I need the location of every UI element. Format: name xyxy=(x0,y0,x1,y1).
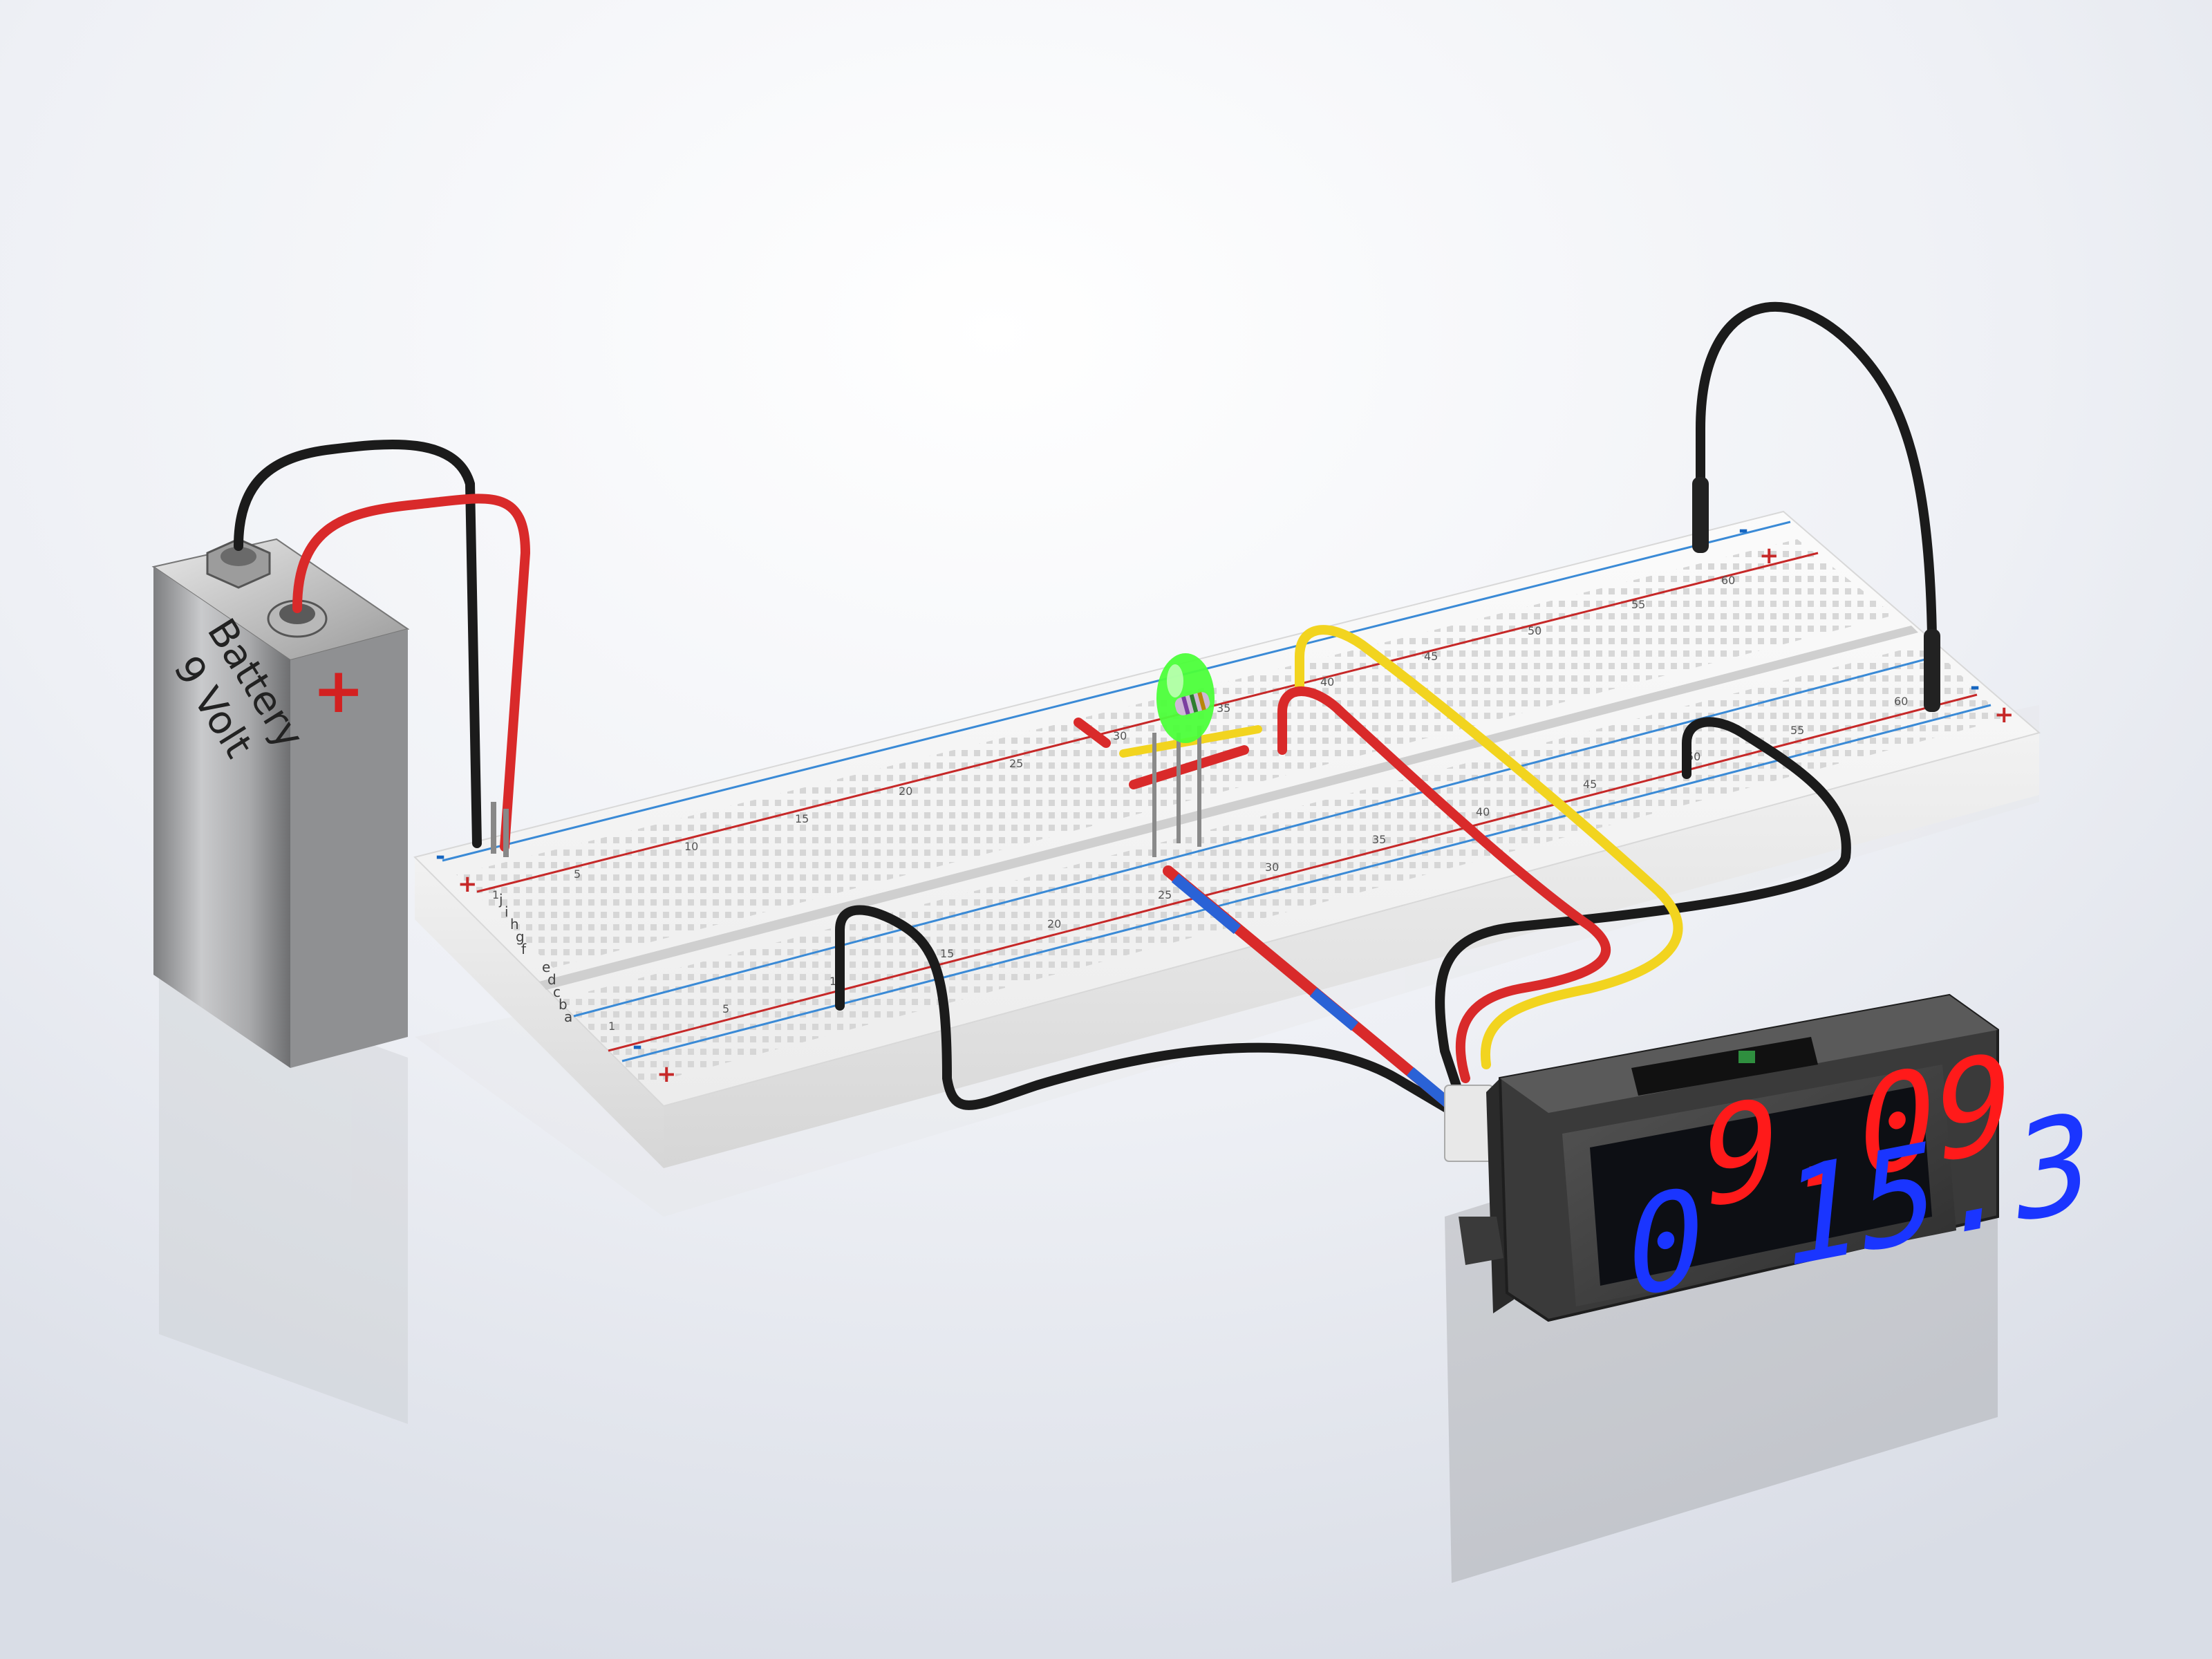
rail-plus-sign-left: + xyxy=(458,870,478,898)
black-jumper-front-left xyxy=(835,905,1477,1128)
rail-minus-sign-right: - xyxy=(1970,673,1980,701)
rail-line-back-red xyxy=(476,552,1819,893)
column-number: 15 xyxy=(795,812,809,825)
led-highlight xyxy=(1167,664,1183,697)
column-number: 45 xyxy=(1583,778,1597,791)
column-number: 50 xyxy=(1528,624,1541,637)
column-number: 25 xyxy=(1158,888,1172,901)
row-letter: b xyxy=(559,996,568,1013)
hole-field-back xyxy=(456,539,1894,968)
column-number: 20 xyxy=(1047,917,1061,930)
column-number: 5 xyxy=(574,868,581,881)
rail-line-front-blue xyxy=(573,655,1936,1018)
meter-connector xyxy=(1444,1085,1494,1162)
meter-trim-pot xyxy=(1738,1051,1755,1063)
row-letter: a xyxy=(564,1009,572,1025)
center-channel xyxy=(539,626,1918,990)
column-number: 30 xyxy=(1265,861,1279,874)
rail-minus-sign-front: - xyxy=(632,1033,642,1060)
meter-trim-window xyxy=(1631,1037,1818,1096)
column-number: 15 xyxy=(940,947,954,960)
red-blue-probe-wire-blue-2 xyxy=(1309,987,1359,1031)
hole-field-front xyxy=(560,643,2005,1085)
column-number: 40 xyxy=(1320,675,1334,688)
red-jumper-long xyxy=(1277,686,1611,1083)
row-letter: d xyxy=(547,971,556,988)
column-number: 20 xyxy=(899,785,912,798)
column-number: 30 xyxy=(1113,729,1127,742)
battery-black-wire xyxy=(234,439,482,848)
black-jumper-arch xyxy=(1696,301,1938,710)
red-short-jumper-1 xyxy=(1074,718,1111,748)
rail-minus-sign-left: - xyxy=(435,843,445,870)
rail-minus-sign-back: - xyxy=(1738,516,1748,544)
row-letters-back: f g h i j xyxy=(498,891,527,957)
breadboard-long-face xyxy=(664,733,2039,1168)
row-letter: c xyxy=(553,984,561,1000)
resistor-band xyxy=(1197,692,1206,711)
row-letters-front: a b c d e xyxy=(542,959,572,1025)
row-letter: h xyxy=(510,916,519,932)
red-blue-probe-wire-blue-1 xyxy=(1171,873,1241,935)
row-letter: g xyxy=(516,928,525,945)
red-short-jumper-2 xyxy=(1129,745,1249,789)
resistor-band xyxy=(1181,696,1190,715)
led-resistor-assembly xyxy=(1152,653,1215,857)
rail-plus-sign-right: + xyxy=(1994,701,2014,729)
rail-line-front2-blue xyxy=(621,704,1991,1062)
battery-9v: + 9 Volt Battery xyxy=(151,538,410,1068)
column-number: 5 xyxy=(722,1002,729,1015)
column-number: 35 xyxy=(1372,833,1386,846)
column-number: 55 xyxy=(1631,598,1645,611)
row-letter: e xyxy=(542,959,550,975)
black-jumper-right xyxy=(1435,717,1851,1097)
column-numbers-back: 1 5 10 15 20 25 30 35 40 45 50 55 60 xyxy=(492,574,1735,901)
breadboard-front-face xyxy=(415,857,664,1168)
column-number: 1 xyxy=(492,888,499,901)
black-jumper-arch-pin-right xyxy=(1924,629,1940,712)
column-number: 40 xyxy=(1476,805,1490,818)
resistor-band xyxy=(1189,694,1199,713)
row-letter: j xyxy=(498,891,503,908)
battery-red-wire xyxy=(292,494,531,852)
column-number: 10 xyxy=(684,840,698,853)
meter-display-window xyxy=(1590,1085,1932,1286)
breadboard: - + - + - + - + a b c d e f g h i j 1 5 … xyxy=(413,510,2041,1168)
battery-side-face xyxy=(290,629,408,1068)
column-number: 25 xyxy=(1009,757,1023,770)
column-number: 45 xyxy=(1424,650,1438,663)
battery-front-face xyxy=(153,567,290,1068)
column-number: 60 xyxy=(1894,695,1908,708)
rail-line-back-blue xyxy=(442,521,1791,862)
meter-clip xyxy=(1459,1217,1503,1265)
rail-plus-sign-front: + xyxy=(657,1060,677,1088)
yellow-jumper xyxy=(1295,625,1683,1069)
row-letter: f xyxy=(521,941,527,957)
black-jumper-arch-pin-left xyxy=(1692,477,1709,553)
rail-plus-sign-back: + xyxy=(1759,542,1779,570)
column-number: 55 xyxy=(1790,724,1804,737)
column-number: 60 xyxy=(1721,574,1735,587)
column-number: 1 xyxy=(608,1020,615,1033)
battery-plus-label: + xyxy=(312,655,364,727)
volt-amp-meter: 9.09 0 15.3 xyxy=(1444,993,2100,1327)
battery-positive-terminal xyxy=(267,599,328,638)
row-letter: i xyxy=(505,903,509,920)
column-number: 35 xyxy=(1217,702,1230,715)
